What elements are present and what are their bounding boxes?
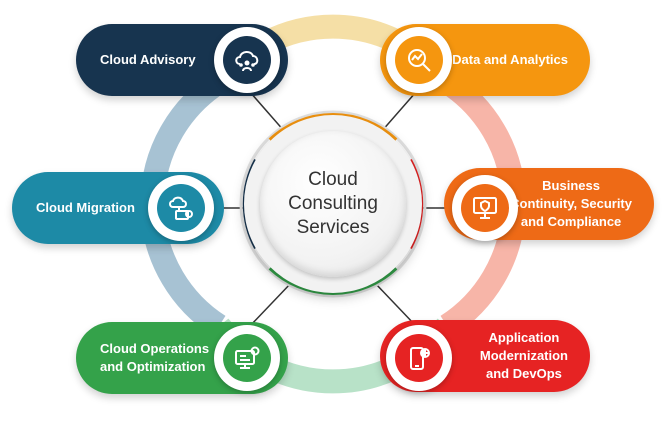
service-label: Cloud Migration bbox=[36, 200, 135, 215]
operations-gear-icon bbox=[223, 334, 271, 382]
badge-cloud-advisory bbox=[214, 27, 280, 93]
center-accent-ring bbox=[239, 110, 427, 298]
cloud-users-icon bbox=[223, 36, 271, 84]
badge-business-continuity bbox=[452, 175, 518, 241]
badge-cloud-migration bbox=[148, 175, 214, 241]
service-label: Data and Analytics bbox=[452, 52, 568, 67]
connector-cloud-operations bbox=[249, 281, 293, 327]
cloud-migration-icon bbox=[157, 184, 205, 232]
badge-app-modernization bbox=[386, 325, 452, 391]
connector-app-modernization bbox=[373, 281, 417, 327]
service-label: Cloud Advisory bbox=[100, 52, 196, 67]
badge-data-analytics bbox=[386, 27, 452, 93]
analytics-magnifier-icon bbox=[395, 36, 443, 84]
badge-cloud-operations bbox=[214, 325, 280, 391]
security-monitor-icon bbox=[461, 184, 509, 232]
devops-mobile-icon bbox=[395, 334, 443, 382]
